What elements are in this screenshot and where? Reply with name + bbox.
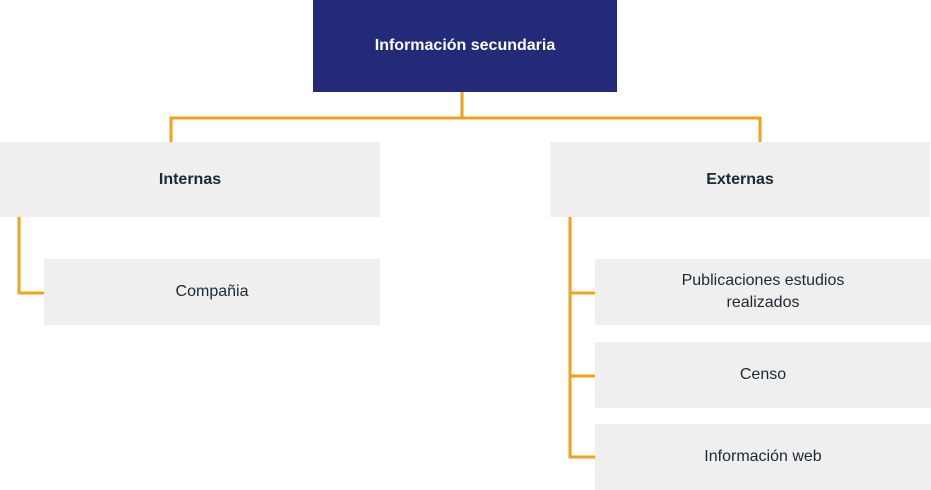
leaf-node-publicaciones: Publicaciones estudios realizados — [595, 259, 931, 325]
root-label: Información secundaria — [374, 37, 556, 54]
root-node: Información secundaria — [313, 0, 617, 92]
leaf-label-informacion-web: Información web — [704, 448, 822, 465]
group-node-internas: Internas — [0, 142, 380, 217]
group-label-externas: Externas — [706, 170, 774, 188]
leaf-label-publicaciones: Publicaciones estudios realizados — [681, 272, 845, 311]
leaf-node-compania: Compañia — [44, 259, 380, 325]
leaf-node-censo: Censo — [595, 342, 931, 408]
leaf-label-censo: Censo — [739, 366, 787, 383]
connector-internas-children — [17, 215, 46, 295]
connector-root-to-groups — [169, 90, 762, 144]
leaf-node-informacion-web: Información web — [595, 424, 931, 490]
group-node-externas: Externas — [550, 142, 930, 217]
group-label-internas: Internas — [158, 170, 222, 188]
connector-externas-children — [568, 215, 597, 459]
leaf-label-compania: Compañia — [175, 283, 249, 300]
